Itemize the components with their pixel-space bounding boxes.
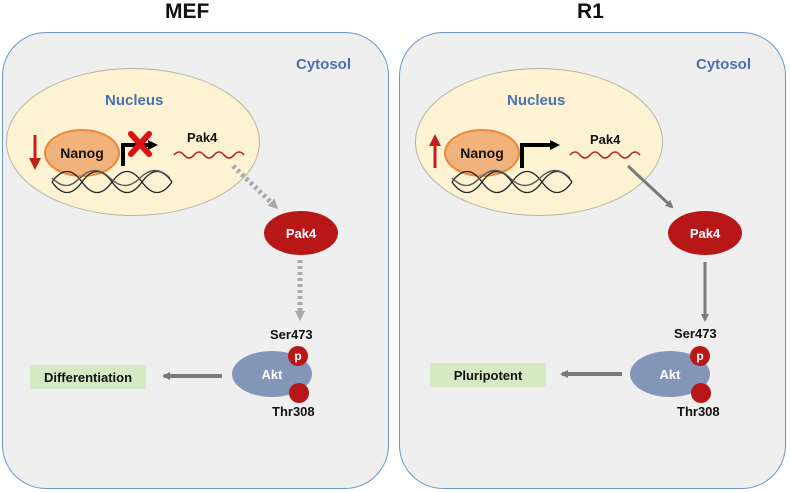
promoter-arrow-icon: [520, 140, 560, 168]
thr308-label-r1: Thr308: [677, 404, 720, 419]
thr-site-dot-mef: [289, 383, 309, 403]
nucleus-label-mef: Nucleus: [105, 92, 164, 109]
pak4-transcript-label-mef: Pak4: [187, 130, 218, 145]
export-arrow-r1: [626, 164, 674, 209]
red-x-icon: [128, 131, 152, 157]
outcome-box-r1: Pluripotent: [430, 363, 546, 387]
cytosol-label-r1: Cytosol: [696, 56, 752, 73]
panel-title-r1: R1: [577, 0, 604, 23]
phospho-ser-mef: p: [288, 346, 308, 366]
down-arrow-icon: [29, 135, 41, 170]
mrna-wave-icon: [173, 151, 245, 159]
dna-helix-icon: [51, 169, 173, 194]
outcome-box-mef: Differentiation: [30, 365, 146, 389]
dna-helix-icon: [451, 169, 573, 194]
pak4-protein-r1: Pak4: [668, 211, 742, 255]
panel-title-mef: MEF: [165, 0, 210, 23]
thr308-label-mef: Thr308: [272, 404, 315, 419]
pak4-protein-mef: Pak4: [264, 211, 338, 255]
ser473-label-mef: Ser473: [270, 327, 313, 342]
mrna-wave-icon: [569, 151, 641, 159]
phospho-ser-r1: p: [690, 346, 710, 366]
up-arrow-icon: [429, 134, 441, 168]
nucleus-label-r1: Nucleus: [507, 92, 566, 109]
pak4-transcript-label-r1: Pak4: [590, 132, 621, 147]
export-arrow-mef: [231, 164, 279, 210]
cytosol-label-mef: Cytosol: [296, 56, 352, 73]
thr-site-dot-r1: [691, 383, 711, 403]
ser473-label-r1: Ser473: [674, 326, 717, 341]
